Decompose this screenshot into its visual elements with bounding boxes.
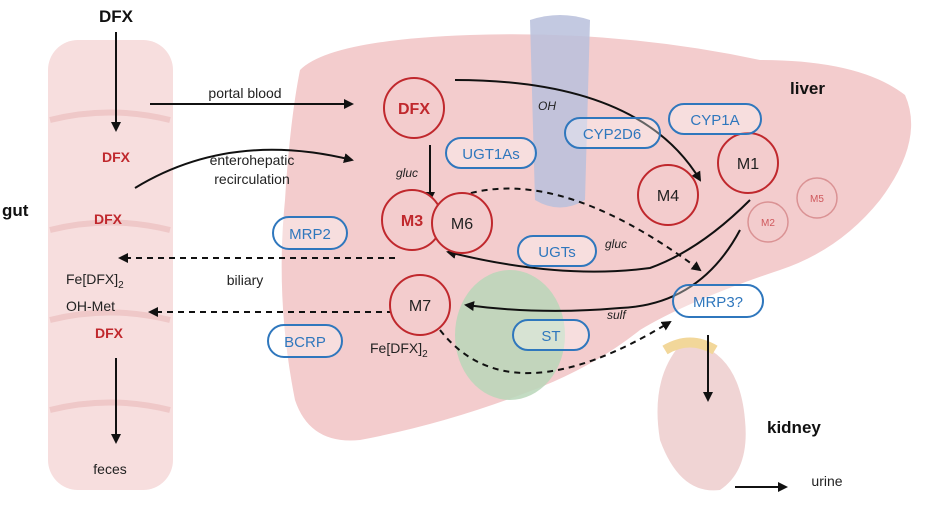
metabolite-m5: M5 [796,177,838,219]
m7-fe-dfx2-text: Fe[DFX] [370,340,422,356]
metabolite-m6-label: M6 [451,216,473,233]
metabolite-m4-label: M4 [657,188,679,205]
sulf-reaction-label: sulf [607,308,627,322]
enzyme-cyp1a: CYP1A [668,103,762,135]
transporter-mrp3-label: MRP3? [693,294,743,311]
top-dfx-label: DFX [99,7,134,26]
metabolite-m7-label: M7 [409,298,431,315]
transporter-bcrp: BCRP [267,324,343,358]
enzyme-ugt1as-label: UGT1As [462,146,520,163]
arrow-enterohepatic [134,148,354,189]
metabolite-m1: M1 [717,132,779,194]
kidney-illustration [657,337,746,491]
gut-label: gut [2,201,29,220]
metabolite-m2: M2 [747,201,789,243]
m7-fe-dfx2-label: Fe[DFX]2 [370,340,428,360]
urine-label: urine [811,473,842,489]
enterohepatic-label-1: enterohepatic [210,152,295,168]
enzyme-cyp1a-label: CYP1A [690,112,739,129]
metabolite-m5-label: M5 [810,194,824,205]
enterohepatic-label-2: recirculation [214,171,289,187]
arrow-m1-to-m3 [446,199,751,273]
enzyme-st: ST [512,319,590,351]
metabolite-m4: M4 [637,164,699,226]
enzyme-cyp2d6-label: CYP2D6 [583,126,641,143]
arrow-m7-to-mrp3 [439,320,672,375]
metabolite-dfx-label: DFX [398,101,430,118]
enzyme-cyp2d6: CYP2D6 [564,117,661,149]
metabolite-m3-label: M3 [401,213,423,230]
gut-dfx-upper: DFX [102,149,131,165]
gluc-reaction-label-1: gluc [396,166,418,180]
enzyme-ugt1as: UGT1As [445,137,537,169]
gut-illustration [48,40,173,490]
metabolite-m1-label: M1 [737,156,759,173]
metabolite-m3: M3 [381,189,443,251]
transporter-bcrp-label: BCRP [284,334,326,351]
metabolite-m2-label: M2 [761,218,775,229]
arrows [111,32,788,492]
gut-dfx-lower: DFX [94,211,123,227]
arrow-dfx-to-m1 [454,79,702,182]
transporter-mrp2-label: MRP2 [289,226,331,243]
m7-fe-dfx2-sub: 2 [422,349,428,360]
metabolite-dfx: DFX [383,77,445,139]
metabolite-m7: M7 [389,274,451,336]
liver-label: liver [790,79,825,98]
enzyme-st-label: ST [541,328,560,345]
gallbladder [455,270,565,400]
oh-reaction-label: OH [538,99,556,113]
gut-fe-dfx2-text: Fe[DFX] [66,271,118,287]
gut-fe-dfx2: Fe[DFX]2 [66,271,124,291]
gut-fe-dfx2-sub: 2 [118,280,124,291]
arrow-to-m7 [464,229,741,312]
enzyme-ugts: UGTs [517,235,597,267]
gluc-reaction-label-2: gluc [605,237,627,251]
vena-cava [530,15,590,208]
portal-blood-label: portal blood [208,85,281,101]
kidney-label: kidney [767,418,821,437]
metabolite-m6: M6 [431,192,493,254]
enzyme-ugts-label: UGTs [538,244,576,261]
transporter-mrp2: MRP2 [272,216,348,250]
feces-label: feces [93,461,126,477]
biliary-label: biliary [227,272,264,288]
gut-oh-met: OH-Met [66,298,115,314]
gut-dfx-bottom: DFX [95,325,124,341]
transporter-mrp3: MRP3? [672,284,764,318]
arrow-m3-to-mrp3 [449,187,702,272]
